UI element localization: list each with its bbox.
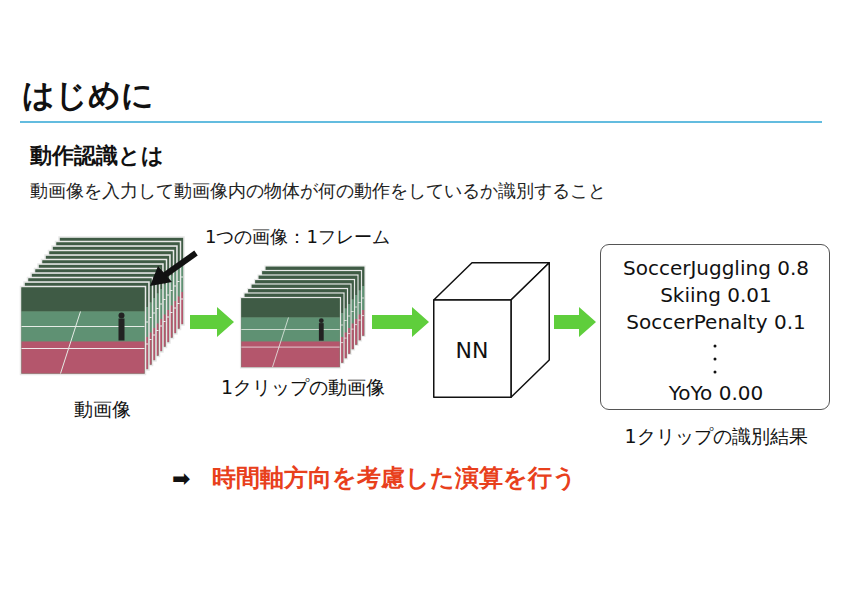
result-box: SoccerJuggling 0.8Skiing 0.01SoccerPenal… <box>600 244 830 410</box>
callout-shaft <box>165 253 196 275</box>
dot <box>714 345 717 348</box>
callout-label: 1つの画像：1フレーム <box>205 226 505 248</box>
video-frame <box>241 298 341 368</box>
video-stack: 動画像 <box>18 235 186 377</box>
ellipsis-dots <box>714 345 717 374</box>
node-text: SoccerPenalty 0.1 <box>601 310 831 334</box>
definition-text: 動画像を入力して動画像内の物体が何の動作をしているか識別すること <box>30 180 830 202</box>
section-heading: 動作認識とは <box>30 143 430 169</box>
arrow-glyph: ➡ <box>172 466 208 492</box>
node-text: SoccerJuggling 0.8 <box>601 256 831 280</box>
node-text: 動画像 <box>8 398 196 421</box>
callout-arrow <box>150 253 196 286</box>
dot <box>714 371 717 374</box>
callout-head <box>150 266 172 286</box>
video-frame-stack <box>21 237 185 375</box>
cube-face <box>511 263 549 398</box>
clip-frame-stack <box>241 266 366 368</box>
flow-arrow <box>190 307 234 337</box>
clip-stack: 1クリップの動画像 <box>238 263 368 369</box>
node-text: 1クリップの識別結果 <box>581 425 842 448</box>
node-text: YoYo 0.00 <box>601 381 831 405</box>
video-frame <box>21 287 146 375</box>
cube-face <box>434 300 511 397</box>
cube-outline <box>433 262 550 398</box>
flow-arrow <box>372 307 429 337</box>
node-text: 1クリップの動画像 <box>208 376 398 399</box>
dot <box>714 358 717 361</box>
slide-title: はじめに <box>22 76 422 114</box>
node-text: Skiing 0.01 <box>601 283 831 307</box>
flow-arrow <box>554 307 596 337</box>
nn-cube: NN <box>433 262 550 398</box>
emphasis-note: 時間軸方向を考慮した演算を行う <box>212 464 732 493</box>
title-rule <box>20 121 822 123</box>
node-text: NN <box>433 338 511 364</box>
